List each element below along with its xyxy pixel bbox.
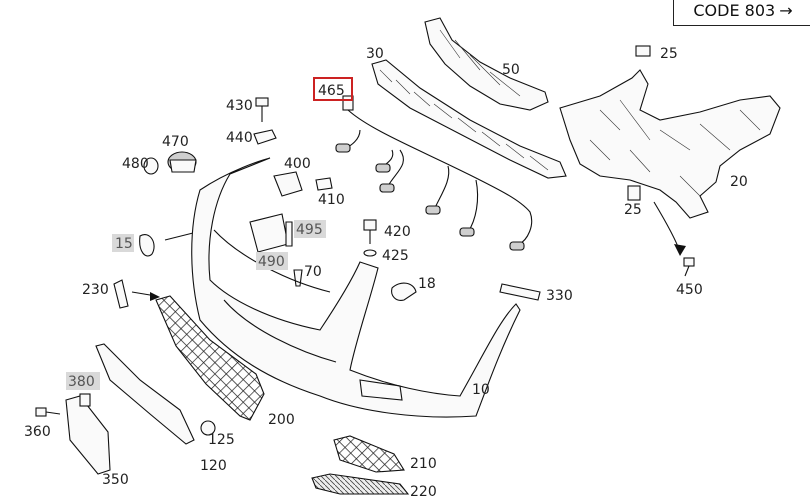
part-18-cap bbox=[391, 282, 417, 301]
callout-210: 210 bbox=[410, 456, 437, 472]
part-400-sensor-holder bbox=[273, 171, 303, 197]
part-120-trim bbox=[95, 343, 195, 445]
part-30-absorber bbox=[371, 59, 567, 179]
callout-420: 420 bbox=[384, 224, 411, 240]
callout-20: 20 bbox=[730, 174, 748, 190]
callout-380: 380 bbox=[68, 374, 95, 390]
part-480-ring bbox=[143, 157, 159, 175]
part-430-bolt bbox=[255, 97, 269, 122]
callout-70: 70 bbox=[304, 264, 322, 280]
part-490-module bbox=[249, 213, 289, 253]
part-450-bolt bbox=[683, 257, 695, 277]
part-410-screw bbox=[315, 177, 333, 191]
callout-125: 125 bbox=[208, 432, 235, 448]
callout-360: 360 bbox=[24, 424, 51, 440]
part-25-bottom-clip bbox=[627, 185, 641, 201]
callout-220: 220 bbox=[410, 484, 437, 500]
code-label: CODE 803 bbox=[693, 0, 776, 20]
highlight-bg-495 bbox=[294, 220, 326, 238]
callout-470: 470 bbox=[162, 134, 189, 150]
part-425-washer bbox=[363, 249, 377, 257]
part-465-harness bbox=[335, 95, 533, 251]
highlight-bg-15 bbox=[112, 234, 134, 252]
part-220-strip bbox=[311, 473, 410, 495]
callout-50: 50 bbox=[502, 62, 520, 78]
callout-120: 120 bbox=[200, 458, 227, 474]
part-420-screw bbox=[363, 219, 377, 244]
callout-10: 10 bbox=[472, 382, 490, 398]
callout-200: 200 bbox=[268, 412, 295, 428]
highlight-bg-490 bbox=[256, 252, 288, 270]
callout-330: 330 bbox=[546, 288, 573, 304]
part-25-top-clip bbox=[635, 45, 651, 57]
callout-465: 465 bbox=[318, 83, 345, 99]
code-803-box: CODE 803 → bbox=[673, 0, 810, 26]
part-200-grille bbox=[155, 295, 265, 421]
part-70-clip bbox=[293, 269, 303, 287]
callout-15: 15 bbox=[115, 236, 133, 252]
part-495-clip bbox=[285, 221, 293, 247]
part-360-screw bbox=[35, 407, 61, 417]
callout-400: 400 bbox=[284, 156, 311, 172]
callout-495: 495 bbox=[296, 222, 323, 238]
part-125-clip bbox=[200, 420, 216, 436]
highlight-box-465 bbox=[313, 77, 353, 101]
callout-440: 440 bbox=[226, 130, 253, 146]
part-440-bracket bbox=[253, 129, 277, 145]
part-350-plate bbox=[65, 395, 111, 475]
part-20-crossmember bbox=[559, 69, 781, 219]
callout-450: 450 bbox=[676, 282, 703, 298]
callout-30: 30 bbox=[366, 46, 384, 62]
callout-18: 18 bbox=[418, 276, 436, 292]
callout-490: 490 bbox=[258, 254, 285, 270]
part-10-bumper-cover bbox=[191, 157, 521, 418]
callout-430: 430 bbox=[226, 98, 253, 114]
callout-410: 410 bbox=[318, 192, 345, 208]
callout-25-bottom: 25 bbox=[624, 202, 642, 218]
callout-25-top: 25 bbox=[660, 46, 678, 62]
part-50-support bbox=[424, 17, 549, 111]
callout-425: 425 bbox=[382, 248, 409, 264]
callout-480: 480 bbox=[122, 156, 149, 172]
arrow-right-icon: → bbox=[779, 0, 793, 20]
callout-350: 350 bbox=[102, 472, 129, 488]
part-470-sensor bbox=[167, 151, 197, 173]
part-230-bracket bbox=[113, 279, 160, 309]
part-330-strip bbox=[499, 283, 541, 301]
part-210-fog-grille bbox=[333, 435, 405, 473]
highlight-bg-380 bbox=[66, 372, 100, 390]
callout-230: 230 bbox=[82, 282, 109, 298]
part-380-clip bbox=[79, 393, 91, 407]
